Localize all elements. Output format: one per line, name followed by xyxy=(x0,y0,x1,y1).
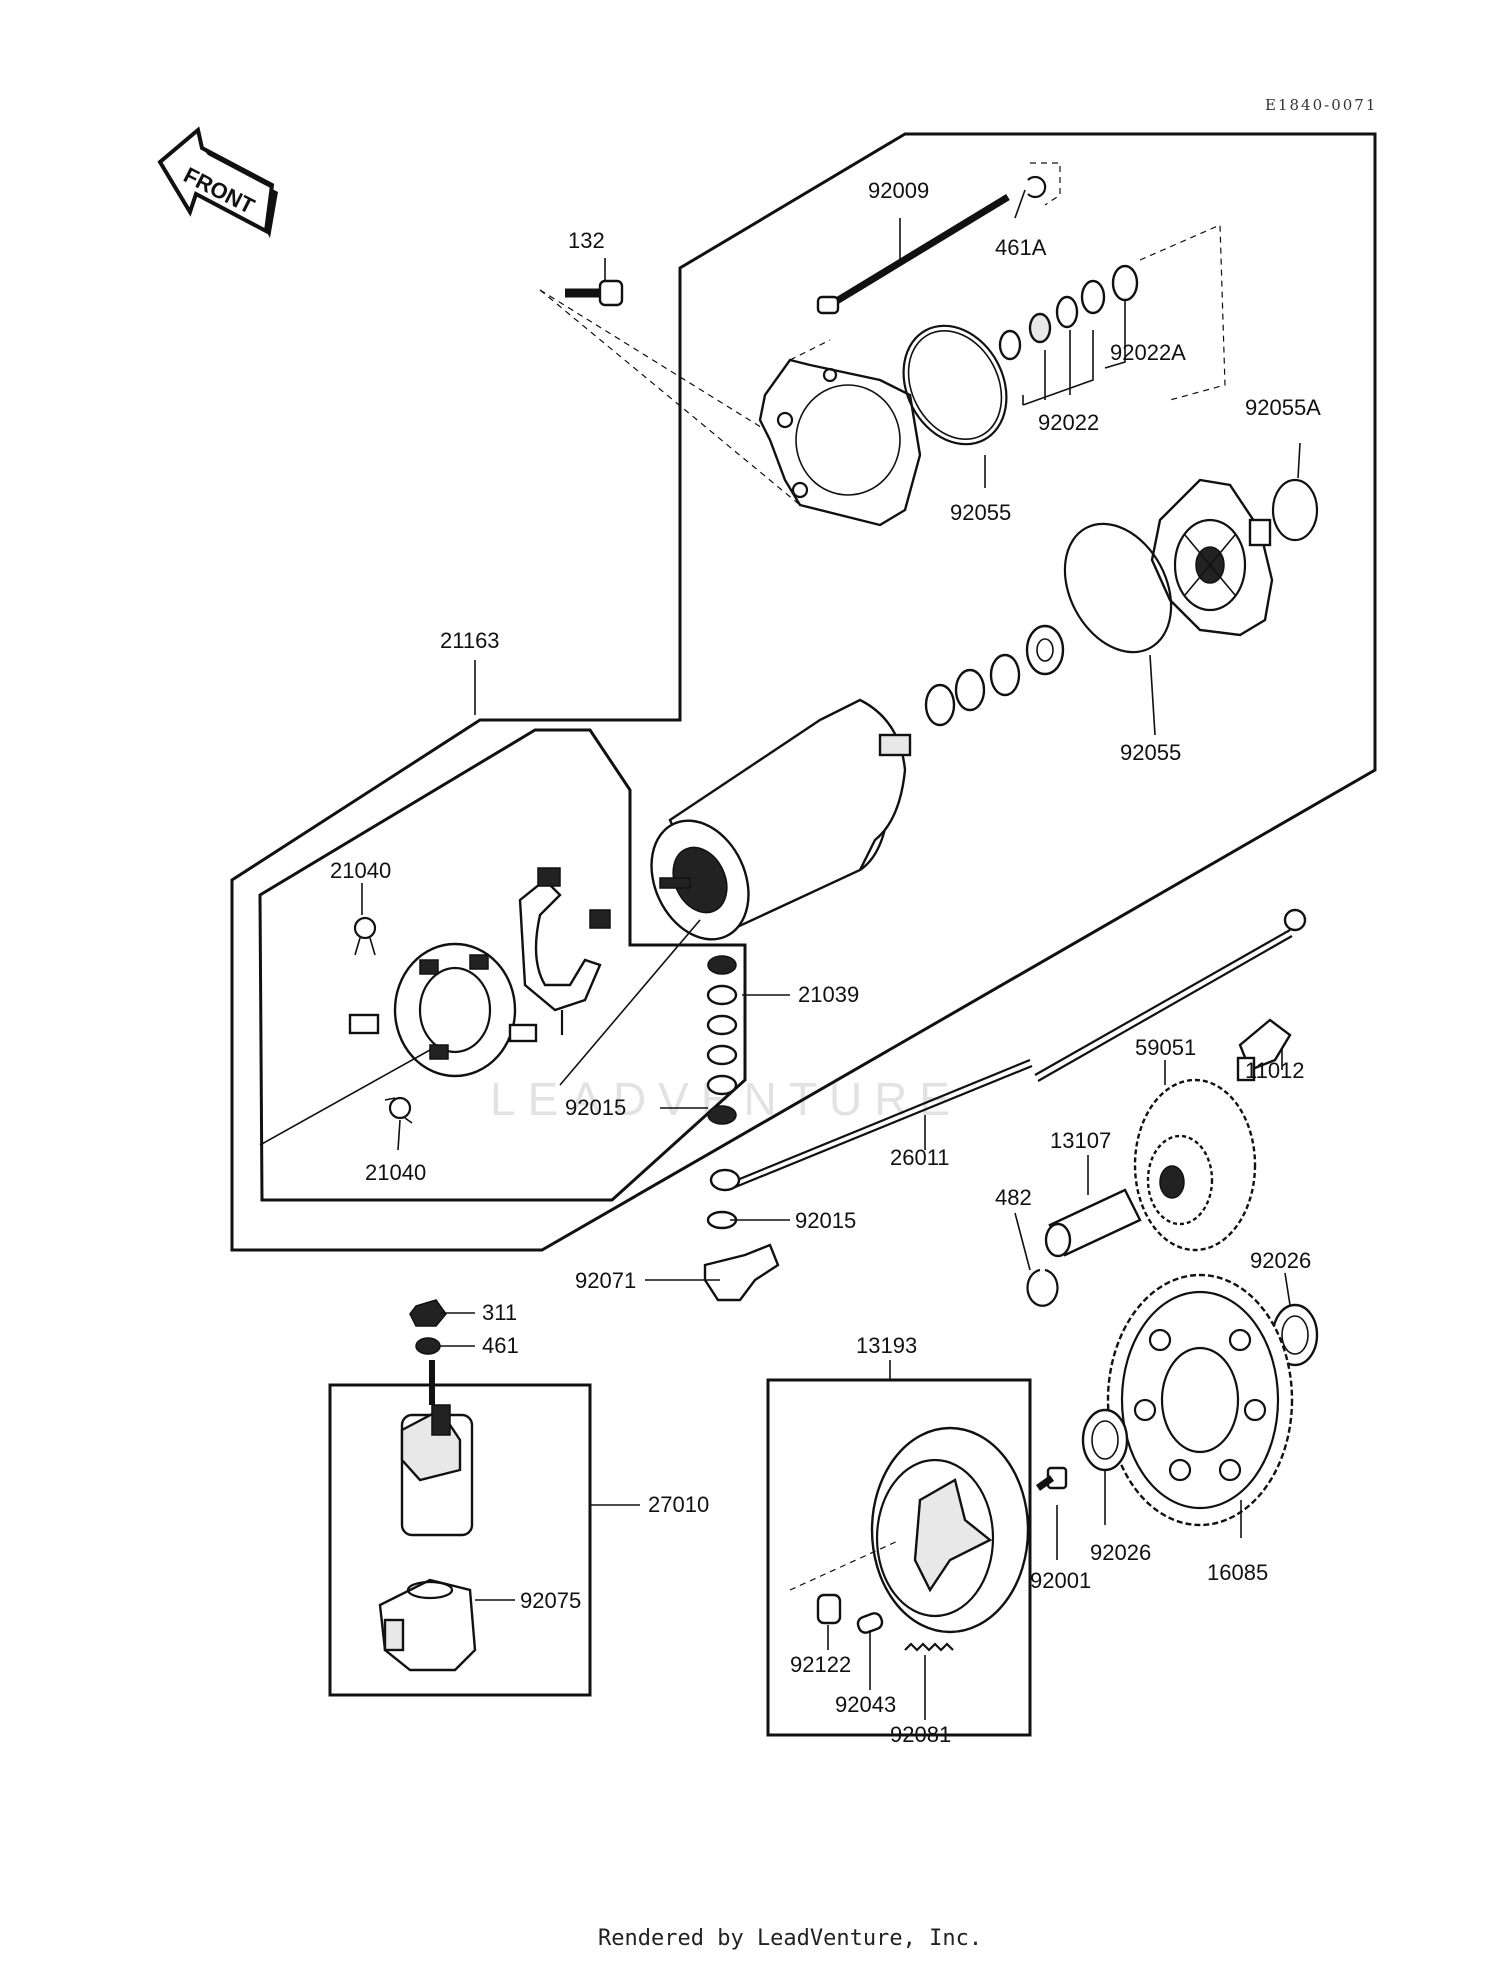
lead-wire-26011 xyxy=(724,1058,1031,1187)
nut-311 xyxy=(409,1299,447,1327)
washers-92022 xyxy=(998,264,1139,361)
through-bolt-92009 xyxy=(816,194,1010,315)
sprocket-16085 xyxy=(1106,1273,1294,1527)
terminal-cap-11012 xyxy=(1236,1018,1292,1082)
spring-21040-top xyxy=(353,916,377,956)
label-59051: 59051 xyxy=(1135,1035,1196,1060)
label-92015-top: 92015 xyxy=(565,1095,626,1120)
solenoid-box xyxy=(328,1383,592,1697)
relay-boot-92075 xyxy=(378,1578,477,1672)
plunger-92043 xyxy=(856,1612,884,1634)
assembly-outline-21039 xyxy=(258,728,747,1202)
assembly-outline-21163 xyxy=(230,132,1377,1252)
label-482: 482 xyxy=(995,1185,1032,1210)
label-11012: 11012 xyxy=(1245,1058,1305,1083)
label-21163: 21163 xyxy=(440,628,500,653)
label-92071: 92071 xyxy=(575,1268,636,1293)
washer-92026-mid xyxy=(1081,1408,1129,1472)
label-21040-top: 21040 xyxy=(330,858,391,883)
starter-relay-27010 xyxy=(400,1360,474,1537)
label-27010: 27010 xyxy=(648,1492,709,1517)
washer-461 xyxy=(415,1337,441,1355)
front-cover xyxy=(1150,478,1274,637)
label-92022: 92022 xyxy=(1038,410,1099,435)
label-92081: 92081 xyxy=(890,1722,951,1747)
roller-92122 xyxy=(816,1593,842,1625)
label-92043: 92043 xyxy=(835,1692,896,1717)
label-92026-mid: 92026 xyxy=(1090,1540,1151,1565)
label-13193: 13193 xyxy=(856,1333,917,1358)
label-21040-bot: 21040 xyxy=(365,1160,426,1185)
terminal-boot-92071 xyxy=(703,1210,780,1302)
shim-washers xyxy=(924,624,1065,727)
end-cover xyxy=(758,358,922,527)
starter-armature-21039 xyxy=(650,698,912,941)
spring-92081 xyxy=(904,1642,954,1652)
label-92026-right: 92026 xyxy=(1250,1248,1311,1273)
starter-clutch-13193 xyxy=(870,1426,1030,1634)
front-arrow-icon: FRONT xyxy=(157,126,278,238)
label-92009: 92009 xyxy=(868,178,929,203)
o-ring-92055A xyxy=(1271,478,1319,542)
label-92055-top: 92055 xyxy=(950,500,1011,525)
label-92015-bot: 92015 xyxy=(795,1208,856,1233)
label-92075: 92075 xyxy=(520,1588,581,1613)
label-461: 461 xyxy=(482,1333,519,1358)
brush-holder xyxy=(518,867,611,1035)
brush-plate xyxy=(348,942,538,1078)
spring-21040-bot xyxy=(384,1096,413,1124)
reference-code: E1840-0071 xyxy=(1265,96,1377,114)
bolt-132 xyxy=(565,279,624,307)
o-ring-92055-mid xyxy=(1063,522,1173,654)
label-461A: 461A xyxy=(995,235,1047,260)
label-92022A: 92022A xyxy=(1110,340,1186,365)
label-132: 132 xyxy=(568,228,605,253)
label-92055A: 92055A xyxy=(1245,395,1321,420)
gear-59051 xyxy=(1133,1078,1257,1252)
o-ring-92055-top xyxy=(902,324,1008,446)
clip-461A xyxy=(1027,175,1047,199)
label-13107: 13107 xyxy=(1050,1128,1111,1153)
washer-stack xyxy=(706,955,738,1125)
label-92001: 92001 xyxy=(1030,1568,1091,1593)
footer-credit: Rendered by LeadVenture, Inc. xyxy=(598,1926,982,1951)
clutch-box xyxy=(766,1378,1032,1737)
label-311: 311 xyxy=(482,1300,517,1325)
circlip-482 xyxy=(1026,1268,1059,1307)
label-21039: 21039 xyxy=(798,982,859,1007)
label-92122: 92122 xyxy=(790,1652,851,1677)
bolt-92001 xyxy=(1035,1466,1068,1491)
idle-shaft-13107 xyxy=(1044,1188,1142,1258)
label-16085: 16085 xyxy=(1207,1560,1268,1585)
label-26011: 26011 xyxy=(890,1145,950,1170)
label-92055-mid: 92055 xyxy=(1120,740,1181,765)
